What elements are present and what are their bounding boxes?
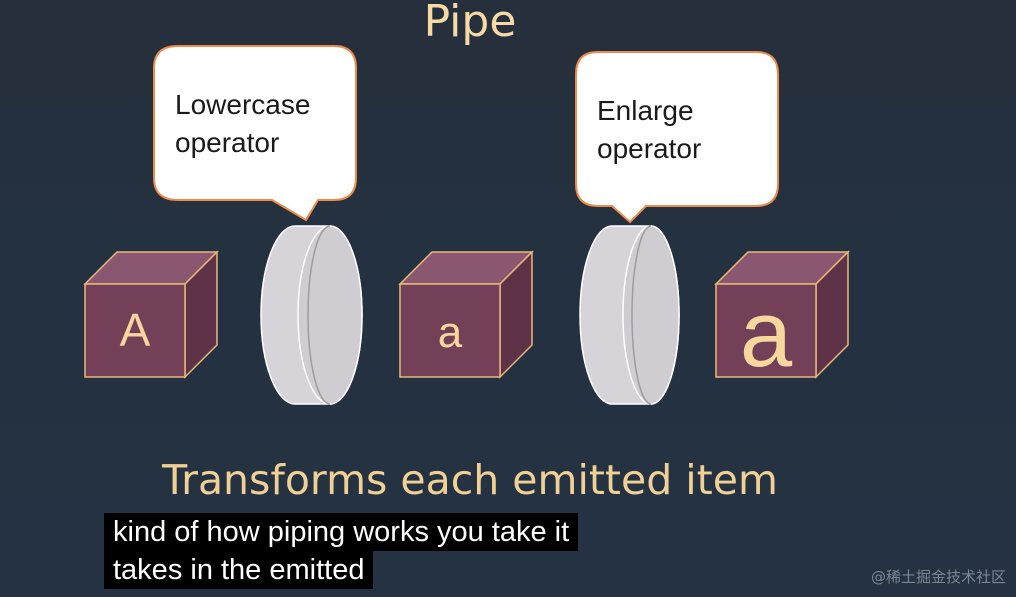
cube-front-face bbox=[715, 283, 817, 378]
cube-middle: a bbox=[398, 250, 534, 379]
slide-tagline: Transforms each emitted item bbox=[161, 456, 778, 504]
cube-middle-letter: a bbox=[438, 308, 463, 357]
pipe-rim bbox=[307, 225, 331, 405]
bubble-lowercase-line2: operator bbox=[175, 127, 279, 158]
pipe-operator-lowercase bbox=[260, 225, 363, 405]
watermark: @稀土掘金技术社区 bbox=[870, 568, 1006, 586]
slide-title: Pipe bbox=[424, 0, 517, 47]
cube-output: a bbox=[714, 250, 850, 386]
subtitle-line-2: takes in the emitted bbox=[104, 551, 374, 589]
cube-input: A bbox=[83, 250, 219, 379]
speech-bubble-lowercase: Lowercase operator bbox=[153, 45, 357, 222]
cube-input-letter: A bbox=[120, 304, 151, 356]
subtitle-line-1: kind of how piping works you take it bbox=[104, 513, 579, 551]
subtitle-captions: kind of how piping works you take it tak… bbox=[104, 513, 579, 589]
bubble-enlarge-line2: operator bbox=[597, 133, 701, 164]
cube-front-face bbox=[399, 283, 501, 378]
speech-bubble-shape bbox=[575, 51, 779, 224]
speech-bubble-enlarge: Enlarge operator bbox=[575, 51, 779, 224]
pipe-rim bbox=[631, 225, 652, 405]
bubble-enlarge-line1: Enlarge bbox=[597, 95, 694, 126]
cube-output-letter: a bbox=[740, 281, 793, 386]
speech-bubble-shape bbox=[153, 45, 357, 222]
cube-front-face bbox=[84, 283, 186, 378]
pipe-operator-enlarge bbox=[579, 225, 680, 405]
bubble-lowercase-line1: Lowercase bbox=[175, 89, 310, 120]
